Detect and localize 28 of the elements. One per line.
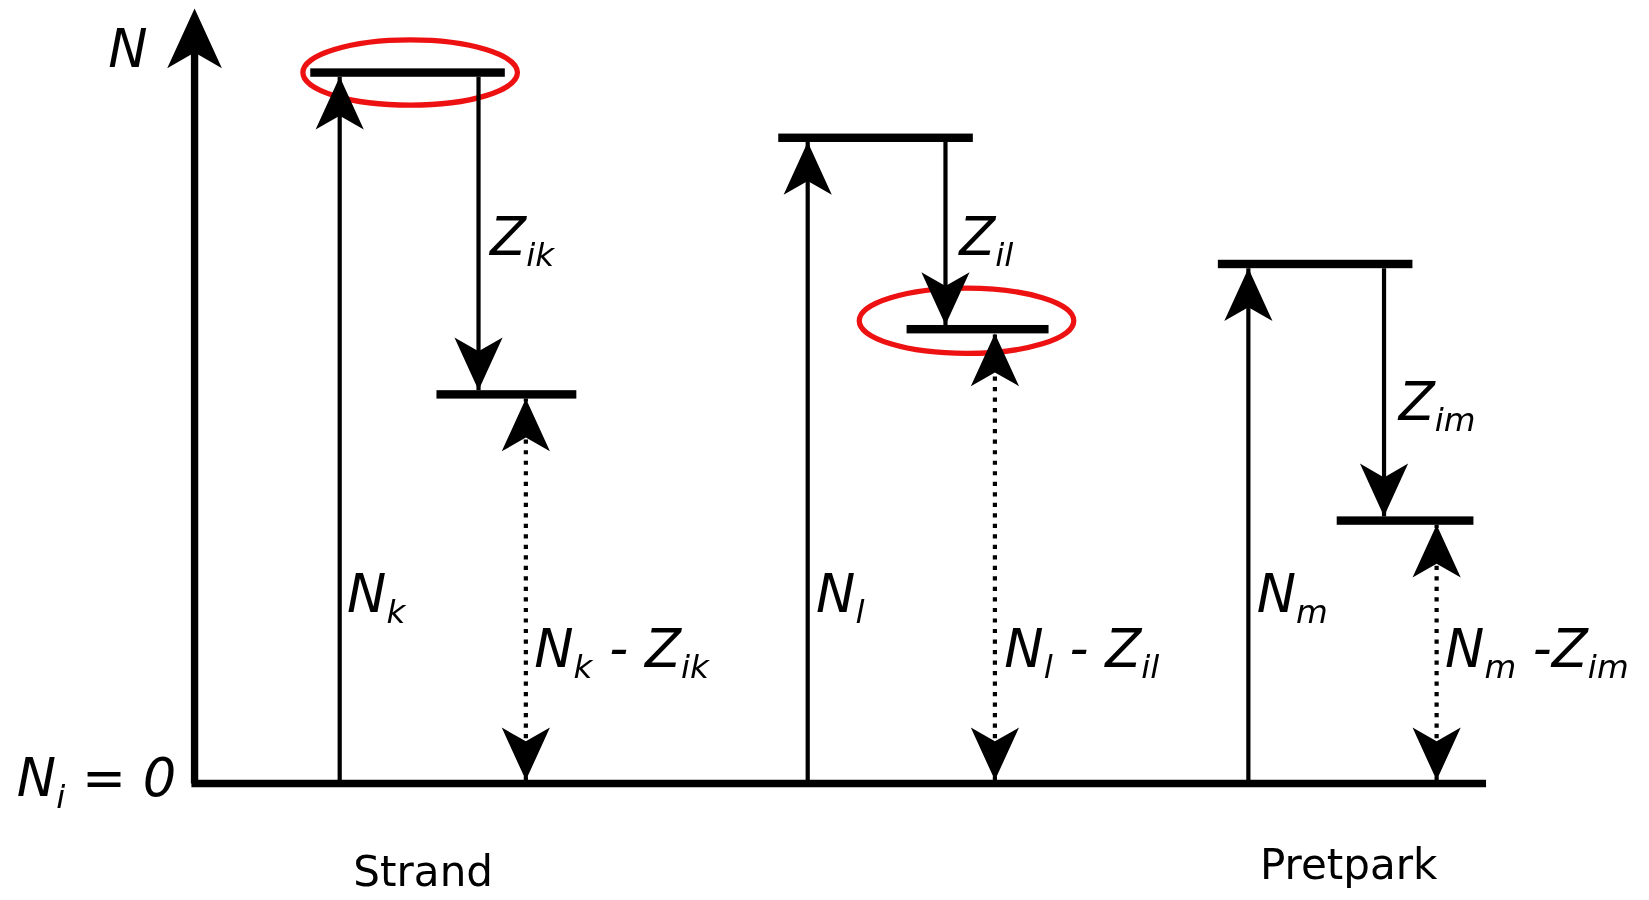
edge-label: Z$_{il}$ <box>959 210 1014 272</box>
edge-label: N$_{k}$ <box>347 567 406 629</box>
level-bar <box>1336 516 1474 525</box>
dotted-double-arrow <box>501 398 550 781</box>
dotted-double-arrow <box>1412 524 1461 781</box>
axis-label: N <box>108 23 148 76</box>
arrow <box>783 142 832 781</box>
arrow <box>315 76 364 781</box>
edge-label: Z$_{ik}$ <box>490 210 555 272</box>
level-bar <box>1217 259 1413 269</box>
edge-label: N$_{l}$ <box>816 567 865 629</box>
level-bar <box>906 325 1049 334</box>
edge-label: N$_{l}$ - Z$_{il}$ <box>1004 622 1160 684</box>
arrow <box>454 76 503 391</box>
edge-label: N$_{m}$ <box>1256 567 1328 629</box>
level-bar <box>436 390 577 399</box>
level-bar <box>310 68 505 77</box>
arrow <box>1359 268 1409 517</box>
category-label: Pretpark <box>1259 843 1438 886</box>
edge-label: N$_{k}$ - Z$_{ik}$ <box>534 622 709 684</box>
arrow <box>921 142 970 325</box>
arrow <box>1224 268 1273 781</box>
edge-label: N$_{m}$ -Z$_{im}$ <box>1445 622 1629 684</box>
category-label: Strand <box>353 849 493 892</box>
axis-label: N$_{i}$ = 0 <box>16 751 177 813</box>
dotted-double-arrow <box>970 333 1019 781</box>
level-bar <box>778 133 973 142</box>
edge-label: Z$_{im}$ <box>1398 375 1476 437</box>
